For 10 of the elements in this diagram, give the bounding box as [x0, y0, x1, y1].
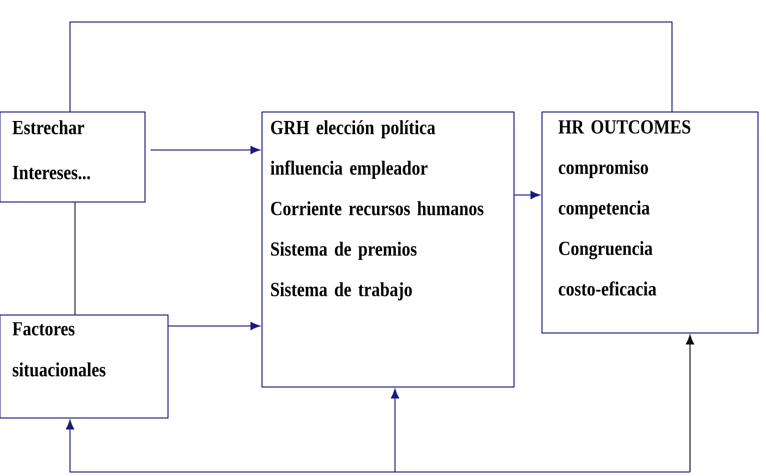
arrow — [250, 146, 260, 154]
arrow — [514, 190, 540, 200]
arrow — [168, 322, 260, 330]
arrow — [390, 388, 400, 472]
process-box: Factores situacionales — [0, 314, 168, 418]
process-box: Estrechar Intereses... — [0, 112, 146, 202]
arrow — [686, 334, 694, 472]
process-box: GRH elección política influencia empleador Corriente recursos humanos Sistema de premios Sistema de trabajo — [262, 112, 514, 388]
process-box: HR OUTCOMES compromiso competencia Congruencia costo-eficacia — [542, 112, 758, 334]
arrow — [66, 420, 690, 472]
